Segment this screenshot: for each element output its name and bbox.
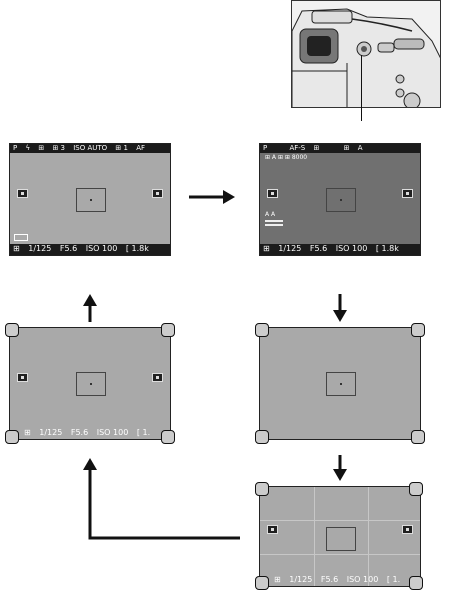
aperture: F5.6 — [309, 244, 328, 253]
grid-line — [260, 520, 420, 521]
info-item: ϟ — [25, 144, 31, 152]
aperture: F5.6 — [320, 575, 339, 584]
info-item: AF-S — [289, 144, 306, 152]
top-info-bar — [260, 144, 420, 153]
screen-grid-wrapper: ⊞ 1/125 F5.6 ISO 100 [ 1. — [255, 482, 423, 599]
info-icon — [152, 189, 163, 198]
battery-icon — [14, 234, 28, 241]
info-item: ⊞ — [24, 428, 31, 437]
corner-marker — [411, 430, 425, 444]
info-item: ⊞ — [263, 244, 270, 253]
info-item: ⊞ — [343, 144, 350, 152]
info-item: ⊞ — [38, 144, 45, 152]
info-item: P — [263, 144, 268, 152]
arrow-up-icon — [83, 294, 97, 322]
focus-frame — [326, 372, 356, 396]
shutter-speed: 1/125 — [289, 575, 313, 584]
focus-frame — [76, 188, 106, 212]
exposures: [ 1. — [386, 575, 401, 584]
top-info: P ϟ ⊞ ⊞ 3 ISO AUTO ⊞ 1 AF — [13, 144, 167, 153]
level-label: A A — [265, 211, 276, 218]
bottom-info-bar — [260, 244, 420, 255]
screen-detailed-info: P AF-S ⊞ ⊞ A ⊞ A ⊞ ⊞ 8000 A A ⊞ 1/125 F5… — [259, 143, 421, 256]
iso: ISO 100 — [85, 244, 118, 253]
corner-marker — [255, 576, 269, 590]
corner-marker — [409, 482, 423, 496]
aperture: F5.6 — [59, 244, 78, 253]
info-item: P — [13, 144, 18, 152]
corner-marker — [255, 482, 269, 496]
grid-line — [314, 487, 315, 586]
screen-corners-only — [259, 327, 421, 440]
left-icon — [17, 373, 28, 382]
corner-marker — [255, 323, 269, 337]
info-item: ⊞ — [274, 575, 281, 584]
info-item: ⊞ 3 — [52, 144, 65, 152]
iso: ISO 100 — [335, 244, 368, 253]
screen-corners-info: ⊞ 1/125 F5.6 ISO 100 [ 1. — [9, 327, 171, 440]
return-arrow-icon — [83, 458, 240, 540]
exposures: [ 1.8k — [125, 244, 149, 253]
info-icon — [152, 373, 163, 382]
arrow-down-icon — [333, 294, 347, 322]
screen-standard-info: P ϟ ⊞ ⊞ 3 ISO AUTO ⊞ 1 AF ⊞ 1/125 F5.6 I… — [9, 143, 171, 256]
bottom-info: ⊞ 1/125 F5.6 ISO 100 [ 1. — [274, 575, 417, 585]
info-item: AF — [136, 144, 146, 152]
iso: ISO 100 — [346, 575, 379, 584]
screen-corners-info-wrapper: ⊞ 1/125 F5.6 ISO 100 [ 1. — [5, 323, 175, 444]
left-icon — [267, 189, 278, 198]
shutter-speed: 1/125 — [39, 428, 63, 437]
sub-info: ⊞ A ⊞ ⊞ 8000 — [265, 154, 308, 161]
info-item: ⊞ — [13, 244, 20, 253]
corner-marker — [409, 576, 423, 590]
info-icon — [402, 189, 413, 198]
aperture: F5.6 — [70, 428, 89, 437]
screen-corners-only-wrapper — [255, 323, 425, 444]
focus-frame — [326, 188, 356, 212]
info-item: ISO AUTO — [73, 144, 108, 152]
camera-drawing — [292, 1, 440, 107]
info-item: A — [357, 144, 363, 152]
bottom-info: ⊞ 1/125 F5.6 ISO 100 [ 1. — [24, 428, 167, 438]
corner-marker — [255, 430, 269, 444]
exposures: [ 1.8k — [375, 244, 399, 253]
arrow-down-icon — [333, 455, 347, 481]
corner-marker — [411, 323, 425, 337]
corner-marker — [161, 430, 175, 444]
bottom-info: ⊞ 1/125 F5.6 ISO 100 [ 1.8k — [13, 244, 167, 254]
bottom-info-bar — [10, 244, 170, 255]
grid-line — [260, 554, 420, 555]
grid-line — [368, 487, 369, 586]
exposures: [ 1. — [136, 428, 151, 437]
arrow-right-icon — [189, 190, 235, 204]
info-icon — [402, 525, 413, 534]
level-bar — [265, 224, 283, 226]
corner-marker — [5, 323, 19, 337]
focus-frame — [76, 372, 106, 396]
top-info-bar — [10, 144, 170, 153]
shutter-speed: 1/125 — [28, 244, 52, 253]
shutter-speed: 1/125 — [278, 244, 302, 253]
left-icon — [267, 525, 278, 534]
info-item: ⊞ 1 — [115, 144, 128, 152]
callout-line — [361, 55, 362, 121]
corner-marker — [5, 430, 19, 444]
info-item: ⊞ — [313, 144, 320, 152]
level-bar — [265, 220, 283, 222]
left-icon — [17, 189, 28, 198]
bottom-info: ⊞ 1/125 F5.6 ISO 100 [ 1.8k — [263, 244, 417, 254]
screen-grid: ⊞ 1/125 F5.6 ISO 100 [ 1. — [259, 486, 421, 587]
top-info: P AF-S ⊞ ⊞ A — [263, 144, 417, 153]
iso: ISO 100 — [96, 428, 129, 437]
camera-illustration — [291, 0, 441, 108]
corner-marker — [161, 323, 175, 337]
focus-frame — [326, 527, 356, 551]
